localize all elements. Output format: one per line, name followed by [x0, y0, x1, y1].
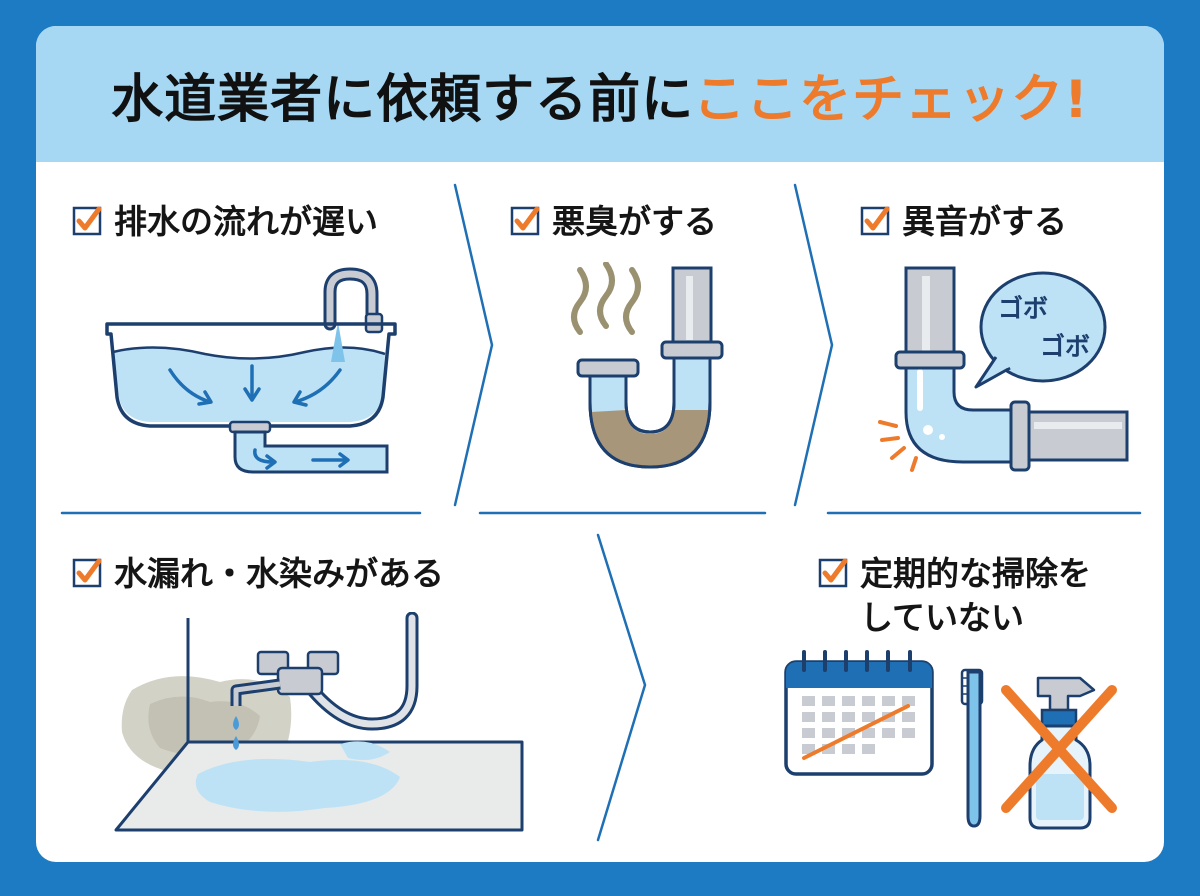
checkbox-checked-icon [860, 206, 890, 236]
checkbox-checked-icon [510, 206, 540, 236]
bubble-text-line1: ゴボ [998, 294, 1048, 323]
title-main: 水道業者に依頼する前に [111, 69, 694, 130]
item-label: 水漏れ・水染みがある [114, 554, 444, 593]
page-title: 水道業者に依頼する前にここをチェック! [111, 57, 1089, 132]
spray-bottle-icon [1028, 676, 1096, 830]
checkbox-checked-icon [72, 206, 102, 236]
noisy-pipe-illustration: ゴボ ゴボ [878, 266, 1129, 472]
check-item-water-leak: 水漏れ・水染みがある [72, 552, 444, 596]
no-cleaning-illustration [784, 650, 1117, 830]
smelly-trap-illustration [571, 262, 724, 469]
title-banner: 水道業者に依頼する前にここをチェック! [36, 26, 1164, 162]
bathtub-drain-illustration [105, 267, 397, 474]
toothbrush-icon [960, 668, 984, 828]
check-item-bad-smell: 悪臭がする [510, 200, 717, 244]
cross-mark-icon [1001, 685, 1117, 813]
item-label-line2: していない [860, 598, 1025, 637]
item-label-block: 定期的な掃除をしていない [860, 552, 1091, 640]
check-item-slow-drain: 排水の流れが遅い [72, 200, 378, 244]
calendar-icon [784, 650, 934, 776]
check-item-no-cleaning: 定期的な掃除をしていない [818, 552, 1091, 640]
water-leak-illustration [114, 612, 524, 832]
checkbox-checked-icon [818, 558, 848, 588]
item-label: 異音がする [902, 202, 1067, 241]
item-label: 排水の流れが遅い [114, 202, 378, 241]
bubble-text-line2: ゴボ [1040, 332, 1090, 361]
checkbox-checked-icon [72, 558, 102, 588]
item-label-line1: 定期的な掃除を [860, 554, 1091, 593]
check-item-strange-noise: 異音がする [860, 200, 1067, 244]
item-label: 悪臭がする [552, 202, 717, 241]
title-accent: ここをチェック! [693, 69, 1089, 130]
